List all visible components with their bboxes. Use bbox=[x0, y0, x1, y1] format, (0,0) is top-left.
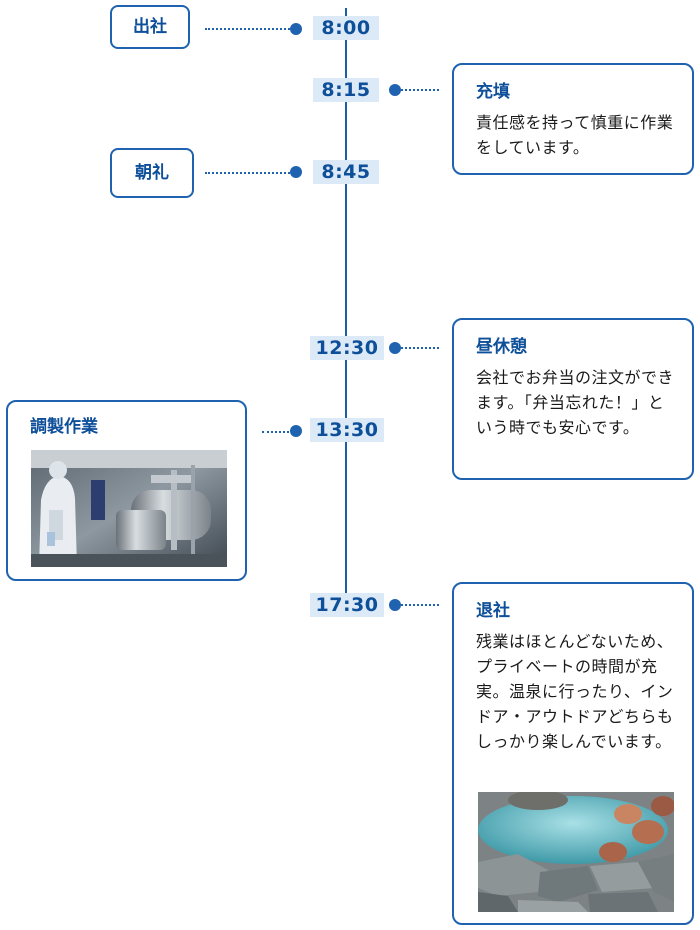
dot-lunch bbox=[389, 342, 401, 354]
card-filling-body: 責任感を持って慎重に作業をしています。 bbox=[476, 113, 674, 157]
card-prep-title: 調製作業 bbox=[30, 417, 98, 437]
time-8-15: 8:15 bbox=[313, 78, 379, 102]
connector-morning-meeting bbox=[205, 172, 293, 174]
label-morning-meeting: 朝礼 bbox=[110, 148, 194, 198]
connector-arrival bbox=[205, 28, 293, 30]
card-leave-title: 退社 bbox=[476, 601, 510, 621]
label-arrival: 出社 bbox=[110, 5, 190, 49]
time-13-30: 13:30 bbox=[310, 418, 384, 442]
card-lunch-title: 昼休憩 bbox=[476, 337, 527, 357]
connector-lunch bbox=[401, 347, 439, 349]
time-8-00: 8:00 bbox=[313, 16, 379, 40]
dot-leave bbox=[389, 599, 401, 611]
dot-prep bbox=[290, 425, 302, 437]
card-filling-title: 充填 bbox=[476, 82, 510, 102]
time-12-30: 12:30 bbox=[310, 336, 384, 360]
time-17-30: 17:30 bbox=[310, 593, 384, 617]
dot-arrival bbox=[290, 23, 302, 35]
card-lunch: 昼休憩 会社でお弁当の注文ができます。「弁当忘れた！」という時でも安心です。 bbox=[452, 318, 694, 480]
timeline-axis bbox=[345, 8, 347, 608]
dot-filling bbox=[389, 84, 401, 96]
connector-leave bbox=[401, 604, 439, 606]
card-leave-body: 残業はほとんどないため、プライベートの時間が充実。温泉に行ったり、インドア・アウ… bbox=[476, 632, 674, 751]
connector-filling bbox=[401, 89, 439, 91]
connector-prep bbox=[262, 431, 293, 433]
card-filling: 充填 責任感を持って慎重に作業をしています。 bbox=[452, 63, 694, 175]
dot-morning-meeting bbox=[290, 166, 302, 178]
cleanroom-photo bbox=[31, 450, 227, 567]
card-lunch-body: 会社でお弁当の注文ができます。「弁当忘れた！」という時でも安心です。 bbox=[476, 368, 675, 437]
hot-spring-photo bbox=[478, 792, 674, 912]
time-8-45: 8:45 bbox=[313, 160, 379, 184]
